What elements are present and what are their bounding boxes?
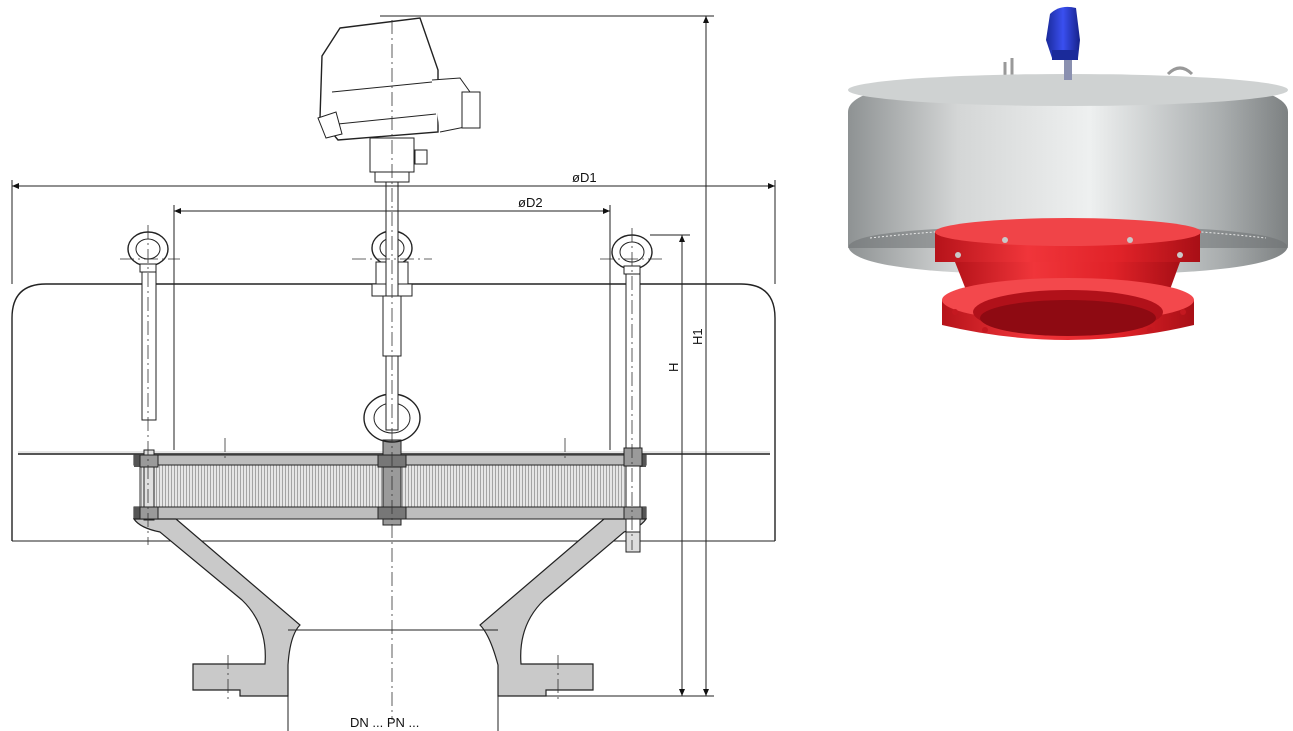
bolt-right [623, 271, 643, 553]
section-drawing: øD1 øD2 H H1 DN ... PN ... [11, 15, 776, 731]
housing-right-section [479, 518, 648, 697]
label-d1: øD1 [572, 170, 597, 185]
thermometer-head-blue [1046, 6, 1080, 80]
label-d2: øD2 [518, 195, 543, 210]
bolt-left [139, 269, 159, 521]
housing-left-section [132, 518, 301, 697]
product-3d-render [848, 6, 1288, 340]
label-dn-pn: DN ... PN ... [350, 715, 419, 730]
label-h1: H1 [690, 328, 705, 345]
connection-head [317, 17, 481, 173]
label-h: H [666, 363, 681, 372]
